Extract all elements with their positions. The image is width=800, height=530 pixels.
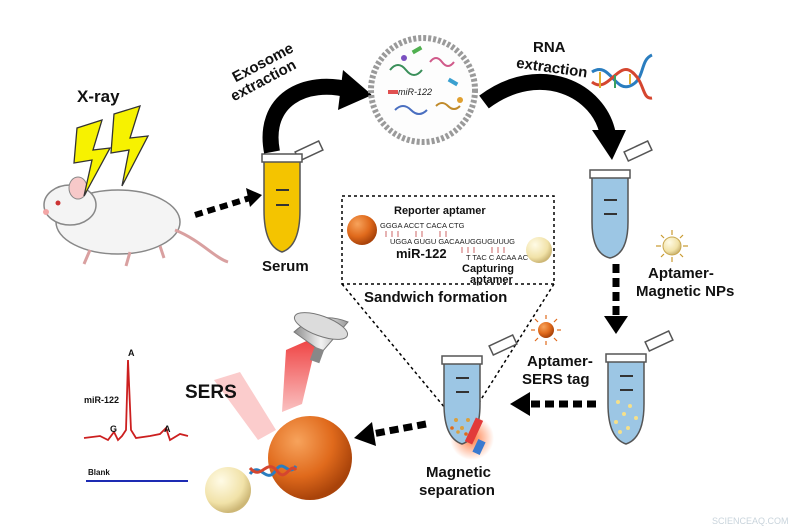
xray-label: X-ray — [77, 87, 120, 106]
sers-label: SERS — [185, 382, 237, 403]
rna-helix-icon — [591, 53, 653, 100]
magnetic-separation-tube — [441, 333, 518, 460]
sers-tag-label-1: Aptamer- — [527, 353, 593, 370]
laser-source — [214, 312, 349, 440]
serum-tube — [261, 139, 324, 253]
curved-arrow-exosome — [262, 78, 353, 154]
rna-label-1: RNA — [533, 39, 566, 56]
sers-spectrum: miR-122 A G A Blank — [83, 348, 189, 482]
dashed-arrow-1 — [194, 195, 251, 218]
spectrum-title: miR-122 — [84, 395, 119, 405]
sandwich-label: Sandwich formation — [364, 289, 507, 306]
reporter-label: Reporter aptamer — [394, 205, 486, 217]
sandwich-inset-box — [341, 195, 555, 285]
arrowhead-exosome — [338, 70, 372, 110]
serum-label: Serum — [262, 258, 309, 275]
capturing-np — [526, 237, 552, 263]
spectrum-blank-label: Blank — [88, 468, 110, 477]
sequence-line-1: GGGA ACCT CACA CTG — [380, 221, 465, 230]
magnetic-np-icon — [656, 230, 688, 262]
arrowhead-left — [510, 392, 530, 416]
arrowhead-1 — [246, 188, 262, 207]
rna-tube — [589, 139, 653, 259]
peak-label-g: G — [110, 424, 117, 434]
reporter-np — [347, 215, 377, 245]
sers-sandwich-particles — [205, 416, 352, 513]
lightning-icon — [73, 105, 150, 197]
spectrum-trace-mirna — [83, 359, 189, 442]
exosome-illustration: miR-122 — [368, 35, 478, 145]
arrowhead-sers — [354, 422, 376, 446]
base-pair-ticks-2 — [461, 247, 505, 253]
sers-tag-label-2: SERS tag — [522, 371, 590, 388]
peak-label-main: A — [128, 348, 135, 358]
sequence-line-2: UGGA GUGU GACAAUGGUGUUUG — [390, 237, 515, 246]
dashed-arrow-sers — [371, 420, 427, 438]
inset-mirna-label: miR-122 — [396, 246, 447, 261]
capturing-label-2: aptamer — [470, 274, 514, 286]
zoom-line-right — [467, 283, 555, 421]
sequence-line-3: T TAC C ACAA AC — [466, 253, 529, 262]
mouse-illustration — [43, 176, 229, 267]
arrowhead-rna — [592, 130, 626, 160]
magnetic-label-2: separation — [419, 482, 495, 499]
peak-label-a2: A — [164, 424, 171, 434]
sers-tag-icon — [531, 315, 561, 345]
curved-arrow-rna — [479, 73, 616, 137]
watermark: SCIENCEAQ.COM — [712, 516, 789, 526]
aptamer-np-label-1: Aptamer- — [648, 265, 714, 282]
arrowhead-down — [604, 316, 628, 334]
base-pair-ticks-1 — [385, 231, 447, 237]
aptamer-np-label-2: Magnetic NPs — [636, 283, 734, 300]
exosome-mirna-label: miR-122 — [398, 87, 432, 97]
np-tube — [605, 329, 674, 445]
magnetic-label-1: Magnetic — [426, 464, 491, 481]
capturing-label-1: Capturing — [462, 263, 514, 275]
